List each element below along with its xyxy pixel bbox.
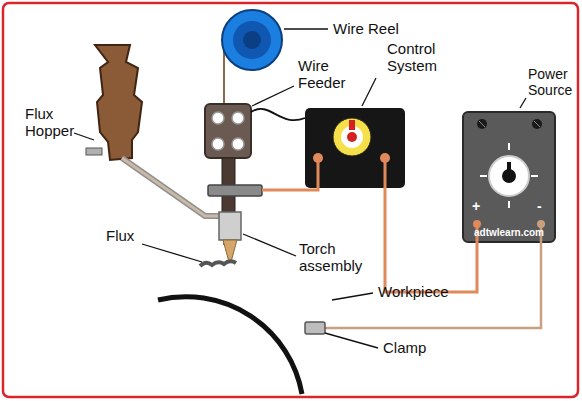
part-label: Flux Hopper: [25, 105, 77, 139]
part-label: Control System: [387, 40, 449, 74]
part-label: Flux: [106, 227, 134, 244]
part-label: Clamp: [383, 339, 426, 356]
part-label: Workpiece: [378, 283, 449, 300]
terminal-sign: -: [537, 198, 542, 215]
terminal-sign: +: [472, 198, 480, 215]
part-label: Power Source: [528, 66, 580, 98]
power-source-box: Power Source+-adtwlearn.com: [463, 112, 555, 242]
control-system-box: Control System: [305, 108, 405, 188]
power-cable: [385, 188, 477, 292]
part-label: Wire Reel: [333, 20, 399, 37]
watermark: adtwlearn.com: [463, 227, 555, 239]
part-label: Wire Feeder: [298, 57, 353, 91]
part-label: Torch assembly: [299, 240, 379, 274]
